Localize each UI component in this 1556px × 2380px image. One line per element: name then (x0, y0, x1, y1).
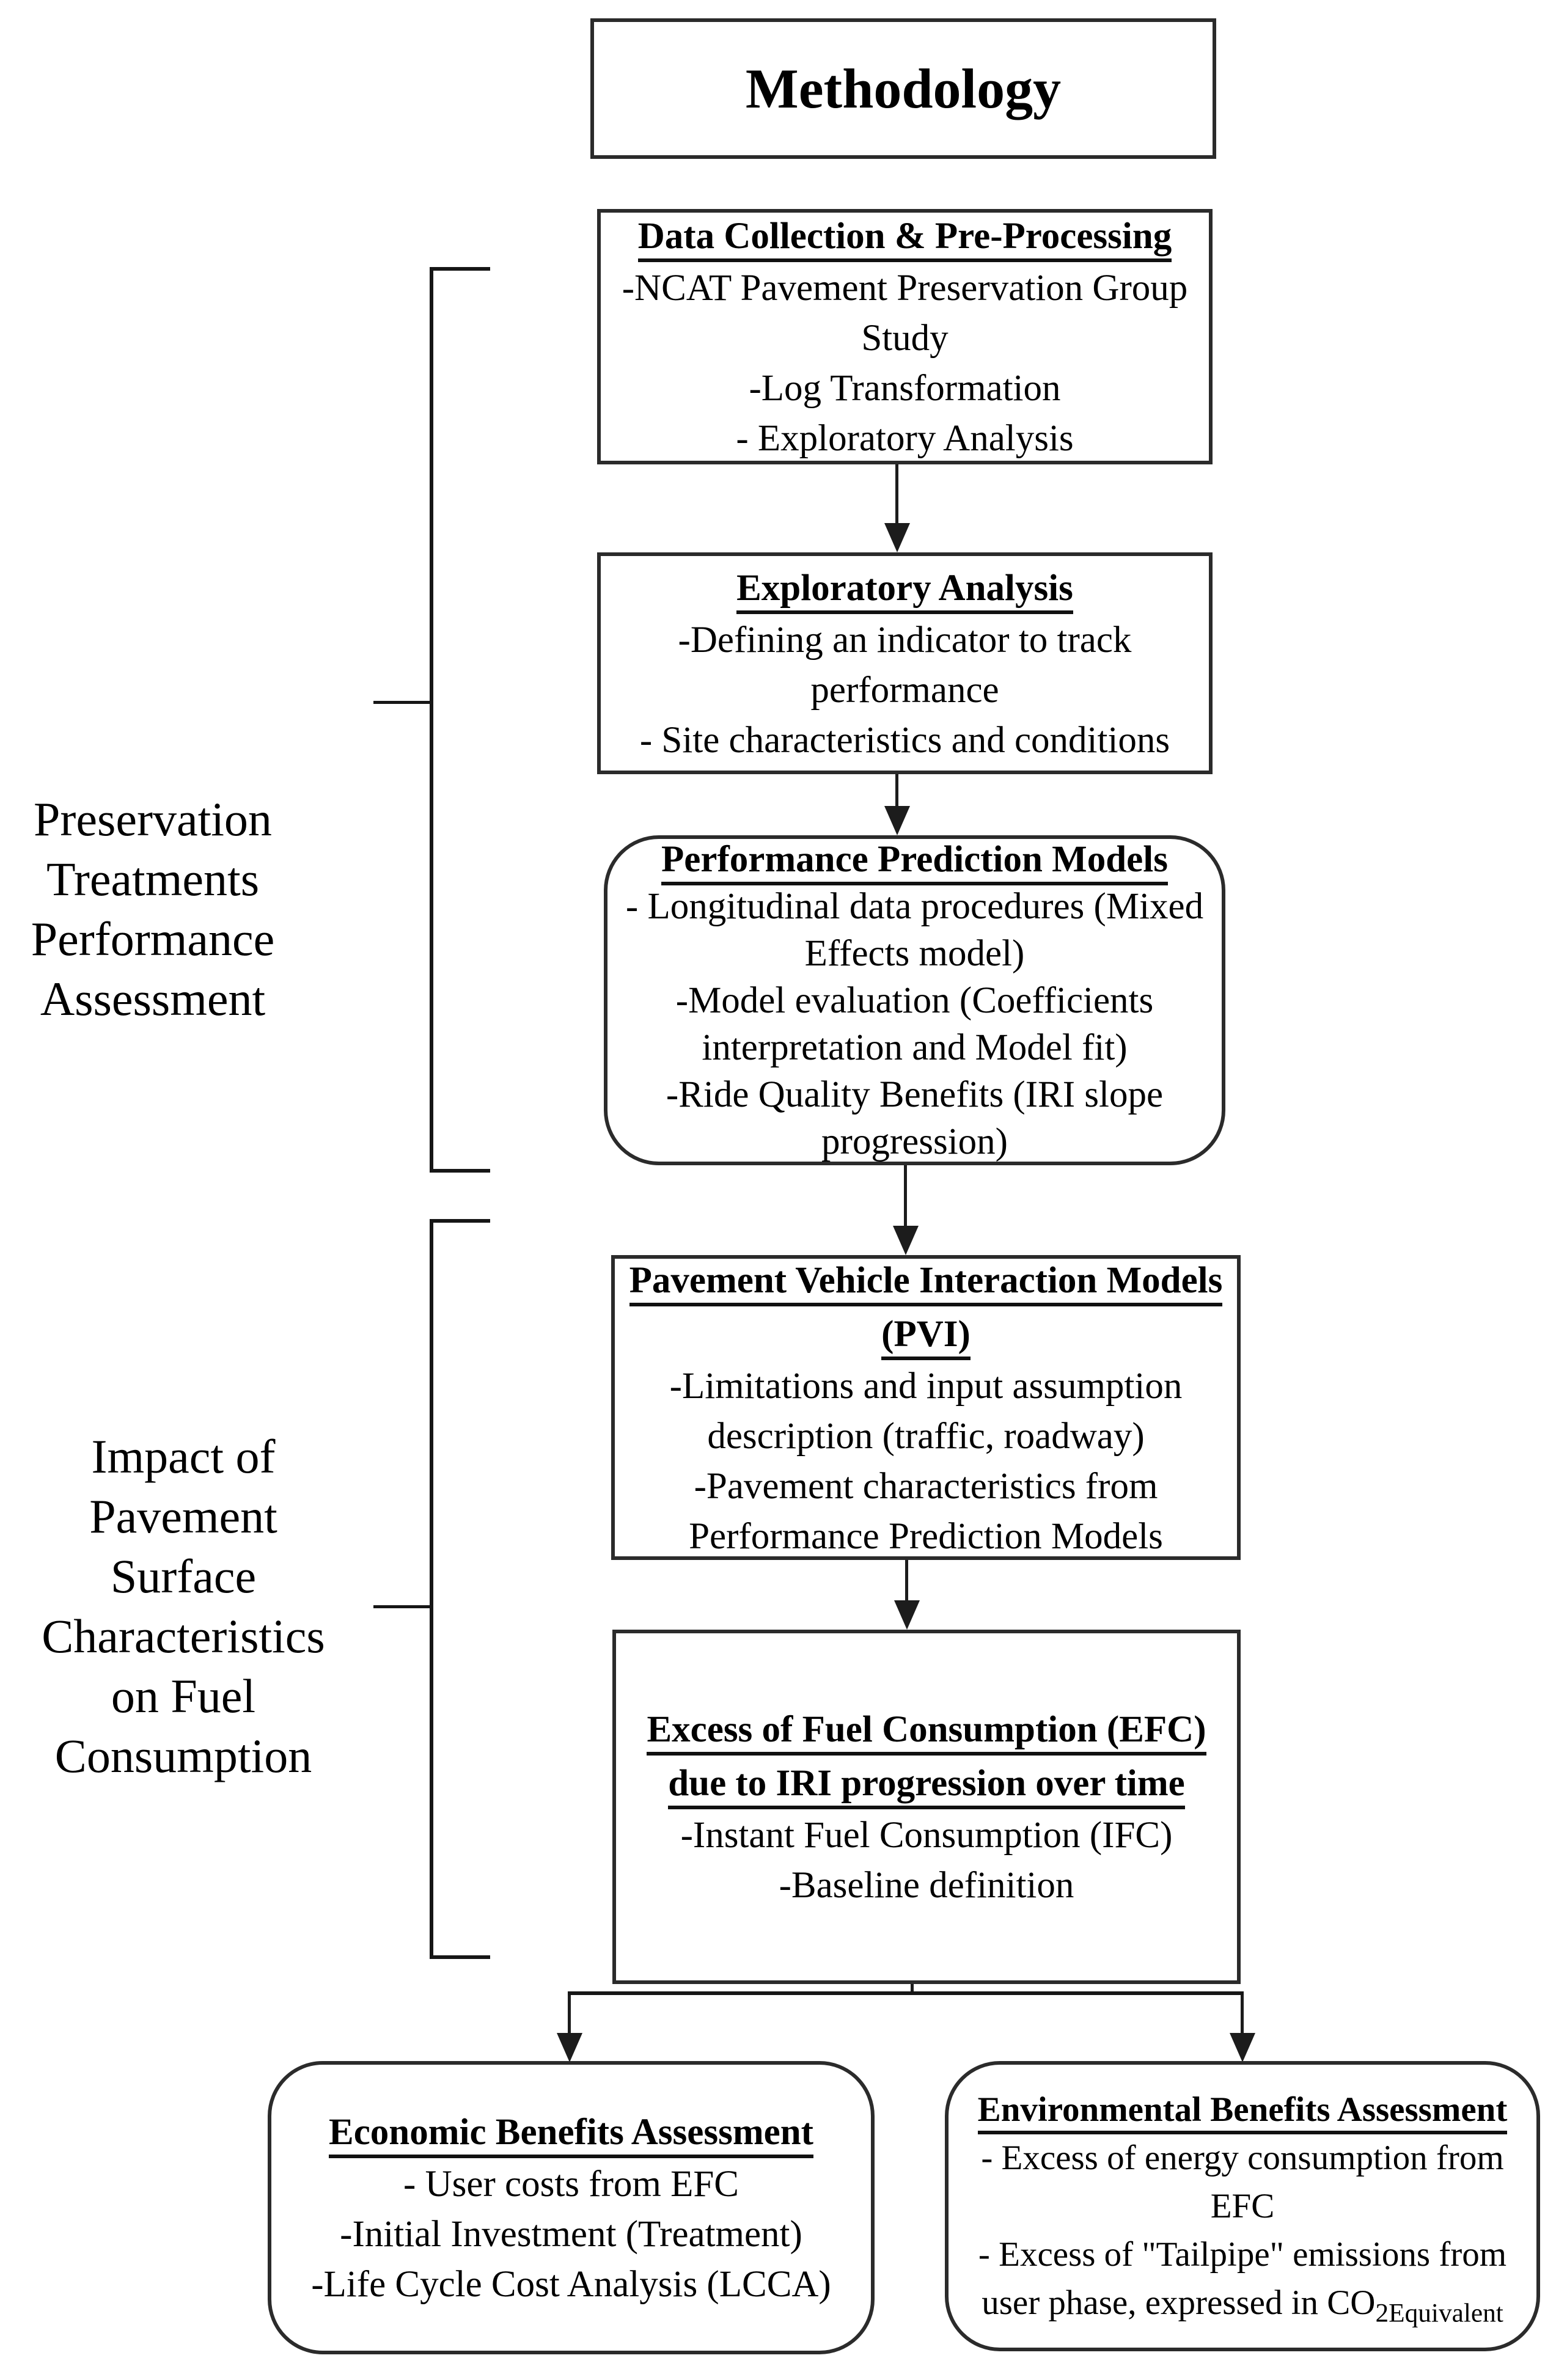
box-body-line: -Initial Investment (Treatment) (340, 2214, 802, 2255)
label-preservation-treatments: Preservation Treatments Performance Asse… (0, 789, 306, 1029)
arrow-head-icon (884, 523, 910, 552)
box-body-line: performance (810, 669, 999, 711)
box-body-line: -Limitations and input assumption (669, 1365, 1183, 1407)
box-body-line: description (traffic, roadway) (707, 1415, 1145, 1457)
label-line: Treatments (46, 852, 260, 906)
arrow-head-icon (884, 806, 910, 835)
data-collection-box: Data Collection & Pre-Processing -NCAT P… (597, 209, 1213, 464)
arrow-stem (1241, 1995, 1244, 2034)
box-body-line: -Log Transformation (749, 368, 1061, 409)
performance-prediction-box: Performance Prediction Models - Longitud… (604, 835, 1225, 1165)
box-body-line: - Site characteristics and conditions (639, 719, 1170, 761)
box-title: (PVI) (881, 1308, 971, 1361)
arrow-head-icon (893, 1226, 919, 1255)
box-body-line: -Pavement characteristics from (694, 1465, 1158, 1507)
box-body-line: - Excess of energy consumption from (981, 2139, 1504, 2177)
arrow-stem (905, 1560, 908, 1602)
arrow-stem (904, 1165, 907, 1226)
box-body-line: - Excess of "Tailpipe" emissions from (978, 2235, 1507, 2274)
box-body-line: -Baseline definition (779, 1865, 1074, 1906)
methodology-title-box: Methodology (590, 18, 1216, 159)
box-body-line: Study (861, 318, 949, 359)
box-body-line: -NCAT Pavement Preservation Group (622, 268, 1188, 309)
label-line: Performance (31, 912, 275, 965)
bracket-top-arm (430, 1219, 490, 1223)
label-line: Assessment (40, 972, 266, 1025)
economic-benefits-box: Economic Benefits Assessment - User cost… (268, 2061, 875, 2354)
label-line: Pavement (89, 1490, 277, 1543)
box-body-line: -Life Cycle Cost Analysis (LCCA) (311, 2264, 831, 2305)
co2-subscript: 2Equivalent (1375, 2298, 1503, 2328)
box-body-line: -Ride Quality Benefits (IRI slope (666, 1074, 1164, 1115)
bracket-vertical (430, 1219, 433, 1959)
box-body-line: EFC (1210, 2187, 1275, 2225)
label-impact-fuel: Impact of Pavement Surface Characteristi… (0, 1427, 367, 1786)
box-body-line: interpretation and Model fit) (702, 1027, 1128, 1068)
label-line: Surface (110, 1550, 257, 1603)
arrow-stem (895, 464, 898, 525)
box-body-line: - User costs from EFC (403, 2164, 739, 2205)
box-body-line: Effects model) (804, 932, 1025, 974)
box-title: Excess of Fuel Consumption (EFC) (647, 1703, 1206, 1757)
box-body-line-co2: user phase, expressed in CO2Equivalent (982, 2283, 1503, 2328)
efc-box: Excess of Fuel Consumption (EFC) due to … (612, 1630, 1241, 1984)
bracket-stub (373, 1605, 430, 1608)
box-title: Economic Benefits Assessment (329, 2106, 813, 2159)
box-title: Data Collection & Pre-Processing (637, 210, 1172, 263)
label-line: Impact of (91, 1430, 276, 1483)
box-title: due to IRI progression over time (668, 1757, 1185, 1811)
box-body-line: -Instant Fuel Consumption (IFC) (680, 1815, 1173, 1856)
arrow-head-icon (1230, 2033, 1255, 2062)
bracket-stub (373, 701, 430, 704)
branch-horizontal (568, 1991, 1244, 1995)
box-body-line: -Defining an indicator to track (678, 619, 1132, 661)
bracket-vertical (430, 267, 433, 1173)
box-body-line: Performance Prediction Models (689, 1515, 1163, 1557)
label-line: Preservation (34, 793, 272, 846)
label-line: Characteristics (42, 1609, 325, 1663)
pvi-box: Pavement Vehicle Interaction Models (PVI… (611, 1255, 1241, 1560)
box-body-line: - Longitudinal data procedures (Mixed (625, 885, 1204, 927)
box-title: Exploratory Analysis (736, 562, 1073, 615)
page-title: Methodology (745, 57, 1062, 120)
box-title: Pavement Vehicle Interaction Models (629, 1254, 1223, 1308)
label-line: on Fuel (111, 1669, 256, 1723)
box-title: Performance Prediction Models (661, 836, 1168, 885)
box-body-line: - Exploratory Analysis (736, 418, 1074, 459)
exploratory-analysis-box: Exploratory Analysis -Defining an indica… (597, 552, 1213, 774)
arrow-stem (895, 774, 898, 808)
branch-stem (911, 1984, 914, 1995)
bracket-bottom-arm (430, 1169, 490, 1173)
environmental-benefits-box: Environmental Benefits Assessment - Exce… (945, 2061, 1540, 2351)
bracket-bottom-arm (430, 1955, 490, 1959)
arrow-stem (568, 1995, 571, 2034)
label-line: Consumption (54, 1729, 312, 1782)
arrow-head-icon (557, 2033, 582, 2062)
arrow-head-icon (894, 1600, 920, 1630)
box-body-line: -Model evaluation (Coefficients (675, 979, 1154, 1021)
bracket-top-arm (430, 267, 490, 271)
box-title: Environmental Benefits Assessment (977, 2085, 1508, 2134)
box-body-line: progression) (821, 1121, 1008, 1162)
